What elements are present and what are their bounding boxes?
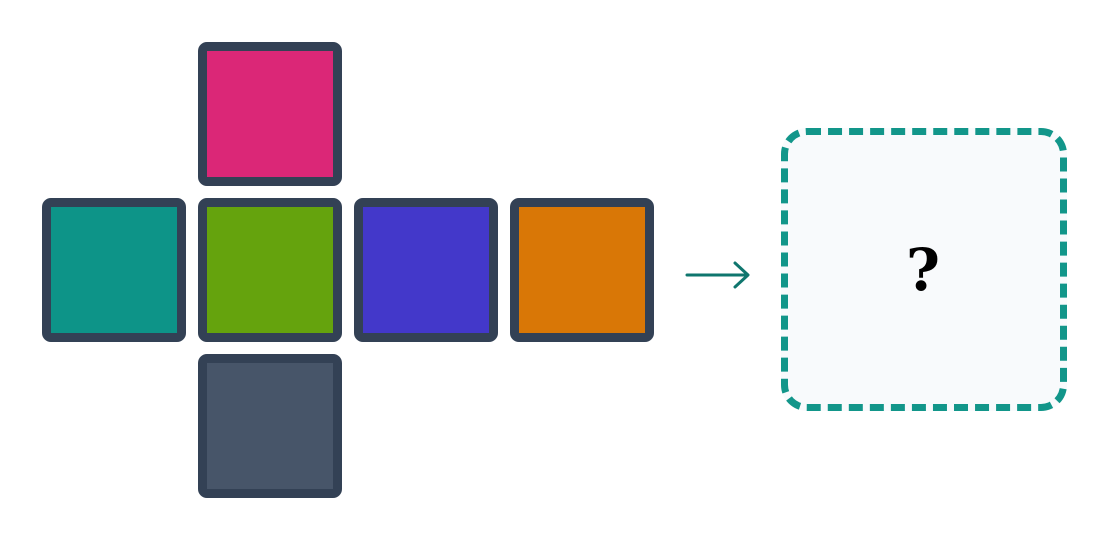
net-face-top bbox=[198, 42, 342, 186]
answer-placeholder-box: ? bbox=[781, 128, 1067, 411]
net-face-bottom bbox=[198, 354, 342, 498]
net-face-far-right bbox=[510, 198, 654, 342]
net-face-left bbox=[42, 198, 186, 342]
net-face-center bbox=[198, 198, 342, 342]
net-face-right bbox=[354, 198, 498, 342]
right-arrow-icon bbox=[685, 261, 750, 289]
question-mark: ? bbox=[906, 235, 940, 304]
